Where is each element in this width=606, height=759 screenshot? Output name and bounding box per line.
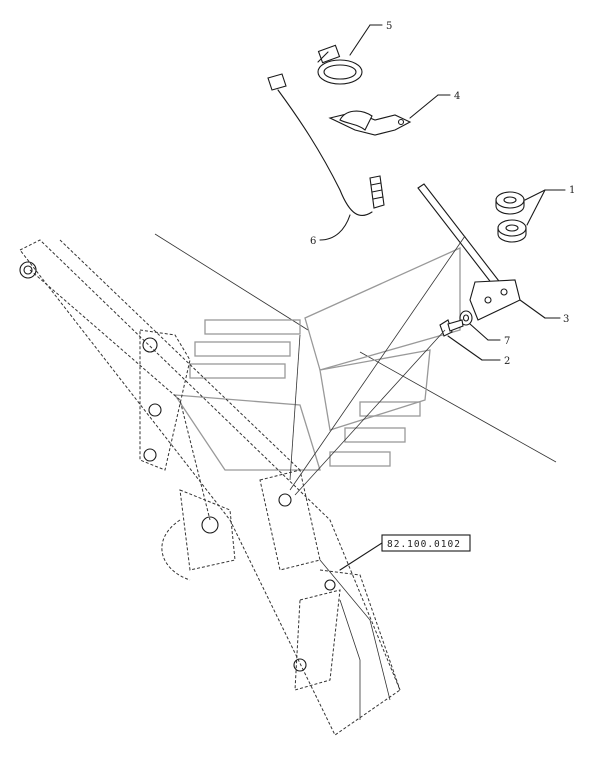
part-bolt-2-washer-7 bbox=[439, 310, 501, 361]
callout-6: 6 bbox=[310, 236, 316, 247]
boom-arm bbox=[19, 239, 401, 736]
reference-code: 82.100.0102 bbox=[387, 539, 461, 550]
callout-labels: 1 2 3 4 5 6 7 82.100.0102 bbox=[310, 21, 575, 550]
reference-box bbox=[339, 534, 471, 571]
callout-7: 7 bbox=[504, 336, 510, 347]
callout-5: 5 bbox=[386, 21, 392, 32]
part-rod-plate-3 bbox=[417, 183, 561, 321]
part-bracket-4 bbox=[328, 94, 451, 136]
callout-1: 1 bbox=[569, 185, 575, 196]
assembly-leader-lines bbox=[289, 235, 466, 496]
part-washers-1 bbox=[495, 189, 566, 243]
callout-4: 4 bbox=[454, 91, 460, 102]
watermark-logo bbox=[173, 246, 461, 471]
background-construction-lines bbox=[154, 233, 557, 463]
callout-2: 2 bbox=[504, 356, 510, 367]
part-hose-clamp-5 bbox=[317, 24, 383, 85]
part-sensor-6 bbox=[267, 73, 385, 241]
callout-3: 3 bbox=[563, 314, 569, 325]
